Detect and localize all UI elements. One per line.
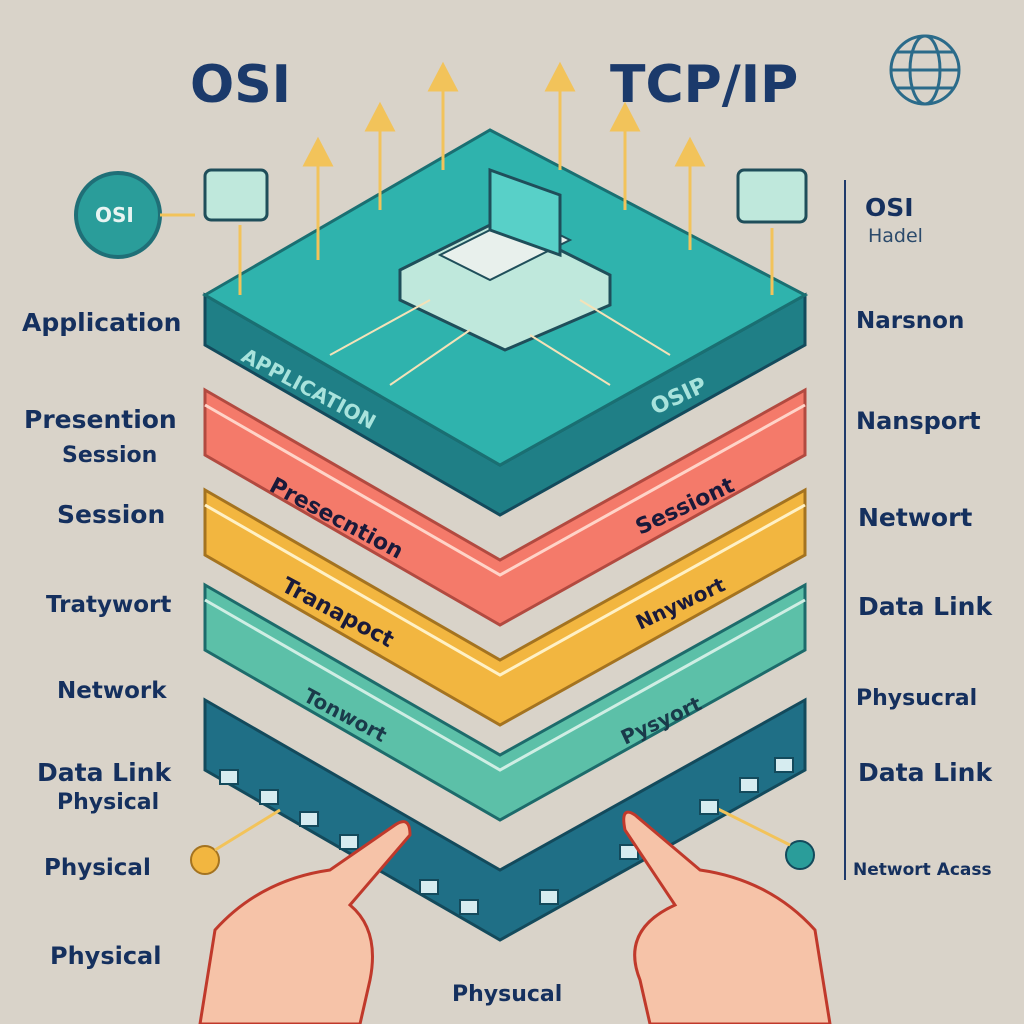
left-label-network: Network <box>57 678 167 704</box>
layer-green-slab <box>203 582 807 822</box>
monitor-left-icon <box>203 168 269 295</box>
laptop-router-icon <box>398 167 612 352</box>
osi-title: OSI <box>190 55 292 115</box>
monitor-right-icon <box>736 168 808 295</box>
tcpip-title: TCP/IP <box>610 55 799 115</box>
pointing-hand-left-icon <box>198 820 412 1024</box>
left-label-transport: Tratywort <box>46 592 172 618</box>
right-label-narsnon: Narsnon <box>856 308 965 334</box>
osi-badge <box>74 171 195 259</box>
spread-arrows <box>329 299 671 386</box>
right-label-model: Hadel <box>868 225 923 247</box>
left-label-session: Session <box>62 443 158 468</box>
right-label-data-link-2: Data Link <box>858 758 993 787</box>
globe-icon <box>889 34 961 106</box>
left-label-physical-3: Physical <box>50 942 162 970</box>
left-label-physical-2: Physical <box>44 855 151 881</box>
up-arrows <box>302 61 706 260</box>
layer-physical-slab <box>203 697 807 942</box>
right-label-network: Networt <box>858 503 973 532</box>
ports <box>219 757 794 915</box>
left-label-session-2: Session <box>57 500 166 529</box>
layer-yellow-slab <box>203 487 807 727</box>
left-label-application: Application <box>22 308 182 337</box>
right-label-network-access: Networt Acass <box>853 860 992 880</box>
connector-right-icon <box>785 840 815 870</box>
right-label-osi: OSI <box>865 193 914 222</box>
right-label-transport: Nansport <box>856 407 981 435</box>
right-label-data-link: Data Link <box>858 592 993 621</box>
bottom-label-physical: Physucal <box>452 982 563 1007</box>
right-label-physical: Physucral <box>856 686 978 711</box>
osi-badge-label: OSI <box>95 203 134 227</box>
layer-pink-slab <box>203 387 807 627</box>
left-label-physical: Physical <box>57 790 160 815</box>
left-label-data-link: Data Link <box>37 758 172 787</box>
pointing-hand-right-icon <box>622 810 832 1024</box>
left-label-presentation: Presention <box>24 405 177 434</box>
connector-left-icon <box>190 845 220 875</box>
